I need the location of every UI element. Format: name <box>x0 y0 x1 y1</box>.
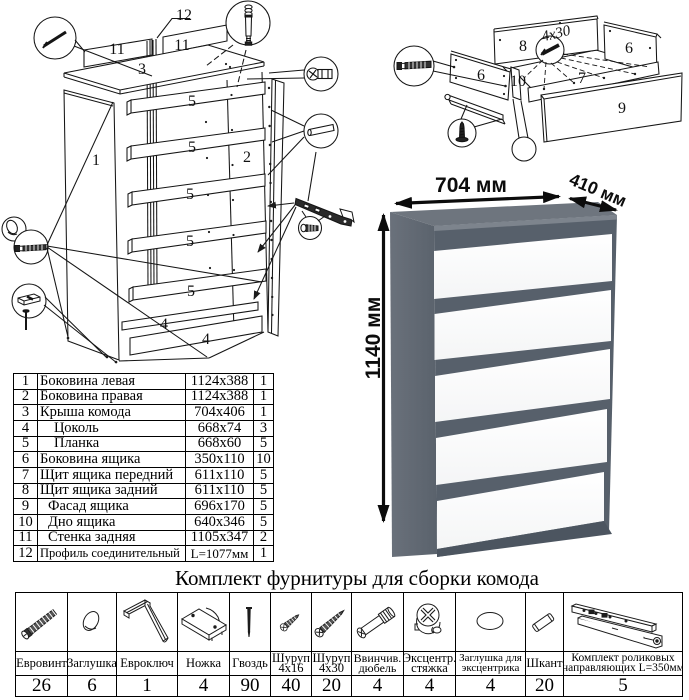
svg-text:4: 4 <box>160 316 168 333</box>
svg-text:11: 11 <box>109 41 124 58</box>
svg-text:4: 4 <box>202 331 210 348</box>
svg-text:5: 5 <box>188 93 196 110</box>
svg-text:8: 8 <box>519 38 527 55</box>
svg-text:7: 7 <box>578 70 586 87</box>
svg-text:2: 2 <box>243 149 251 166</box>
svg-text:5: 5 <box>188 139 196 156</box>
svg-text:5: 5 <box>187 283 195 300</box>
svg-text:6: 6 <box>625 40 633 57</box>
svg-text:1: 1 <box>92 152 100 169</box>
svg-text:12: 12 <box>176 7 192 24</box>
svg-text:704 мм: 704 мм <box>435 174 507 197</box>
svg-text:5: 5 <box>186 233 194 250</box>
svg-text:11: 11 <box>174 37 189 54</box>
svg-text:6: 6 <box>477 67 485 84</box>
svg-text:4х30: 4х30 <box>540 23 573 46</box>
svg-text:1140 мм: 1140 мм <box>362 297 385 379</box>
svg-text:10: 10 <box>510 73 526 90</box>
svg-text:5: 5 <box>186 186 194 203</box>
svg-text:3: 3 <box>138 61 146 78</box>
svg-text:9: 9 <box>618 100 626 117</box>
